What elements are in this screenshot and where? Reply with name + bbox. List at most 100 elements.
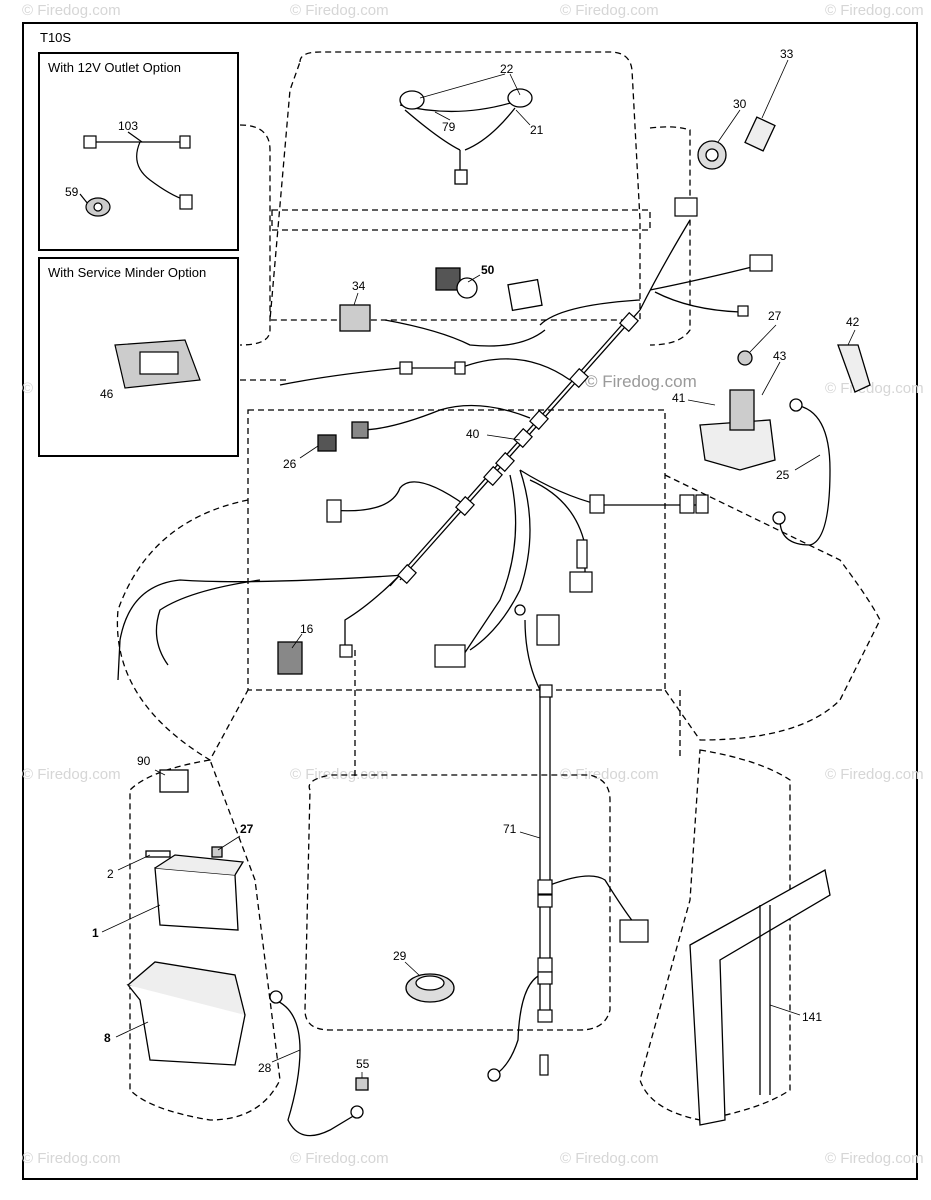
switch-34 [339,304,371,332]
callout-42: 42 [846,315,860,329]
connector [589,494,605,514]
connector [326,499,342,523]
watermark: © Firedog.com [560,1150,659,1167]
connector [537,957,553,973]
outline-rear-left [129,759,281,1121]
clip [397,563,417,585]
callout-55: 55 [356,1057,370,1071]
connector [674,197,698,217]
callout-71: 71 [503,822,517,836]
callout-141: 141 [802,1010,823,1024]
outline-left-wheel [116,499,249,761]
connector [537,971,553,985]
outline-rear-right [639,749,791,1121]
callout-40: 40 [466,427,480,441]
callout-43: 43 [773,349,787,363]
harness-branch-left-a [117,574,406,681]
connector [539,684,553,698]
solenoid-43 [699,419,776,471]
callout-8: 8 [104,1031,111,1045]
terminal [772,511,786,525]
harness-branch-connector [329,481,466,512]
callout-28: 28 [258,1061,272,1075]
harness-branch-top [639,219,761,311]
harness-branch-26 [359,404,531,431]
terminal [487,1068,501,1082]
fuse-50 [456,277,478,299]
outline-seat [304,774,611,1031]
connector [576,539,588,569]
callout-26: 26 [283,457,297,471]
callout-103: 103 [118,119,139,133]
battery-cable-25 [779,404,831,546]
relay-16 [277,641,303,675]
callout-27: 27 [768,309,782,323]
connector [749,254,773,272]
outline-right-wheel [664,474,881,741]
outline-frame-lines [240,379,681,780]
harness-branch-mid2 [459,474,517,661]
connector [536,614,560,646]
key-33 [744,116,776,152]
watermark: © Firedog.com [560,2,659,19]
connector [454,361,466,375]
harness-branch-right [654,291,741,313]
callout-79: 79 [442,120,456,134]
module [507,278,543,312]
callout-46: 46 [100,387,114,401]
outline-right-fender [649,126,691,346]
terminal [514,604,526,616]
callout-21: 21 [530,123,544,137]
bolt-55 [355,1077,369,1091]
terminal [789,398,803,412]
relay-26 [317,434,337,452]
callout-90: 90 [137,754,151,768]
clip [513,427,533,449]
watermark-center: © Firedog.com [585,372,697,391]
headlight-22-right [507,88,533,108]
harness-branch-mid [469,469,531,651]
inset-12v-outlet: With 12V Outlet Option [38,52,239,251]
clip [483,465,503,487]
battery-1 [154,867,239,931]
watermark: © Firedog.com [290,2,389,19]
watermark: © Firedog.com [22,1150,121,1167]
watermark: © Firedog.com [825,1150,924,1167]
harness-branch-34 [384,319,546,347]
connector [537,894,553,908]
nut-27 [737,350,753,366]
connector [539,1054,549,1076]
harness-71-top [524,619,541,691]
watermark: © Firedog.com [825,380,924,397]
harness-branch-left-b [155,579,261,666]
callout-16: 16 [300,622,314,636]
watermark: © Firedog.com [825,2,924,19]
connector [399,361,413,375]
terminal [350,1105,364,1119]
callout-34: 34 [352,279,366,293]
bracket-141 [689,868,831,1126]
diagram-code: T10S [40,30,72,45]
clip [529,409,549,431]
diagram-frame [22,22,918,1180]
watermark: © Firedog.com [290,766,389,783]
inset-title: With Service Minder Option [48,265,207,280]
harness-branch-wires [279,358,571,386]
connector [569,571,593,593]
watermark: © Firedog.com [825,766,924,783]
harness-branch-50 [539,299,641,326]
switch-rod [759,905,771,1095]
harness-71-ground [494,974,541,1076]
harness-branch-16 [344,574,401,650]
connector [537,1009,553,1023]
callout-22: 22 [500,62,514,76]
clip [455,495,475,517]
terminal [269,990,283,1004]
headlight-22-left [399,90,425,110]
clip [619,311,639,333]
callout-30: 30 [733,97,747,111]
callout-27-battery: 27 [240,822,254,836]
watermark: © Firedog.com [290,1150,389,1167]
plug [351,421,369,439]
connector [737,305,749,317]
